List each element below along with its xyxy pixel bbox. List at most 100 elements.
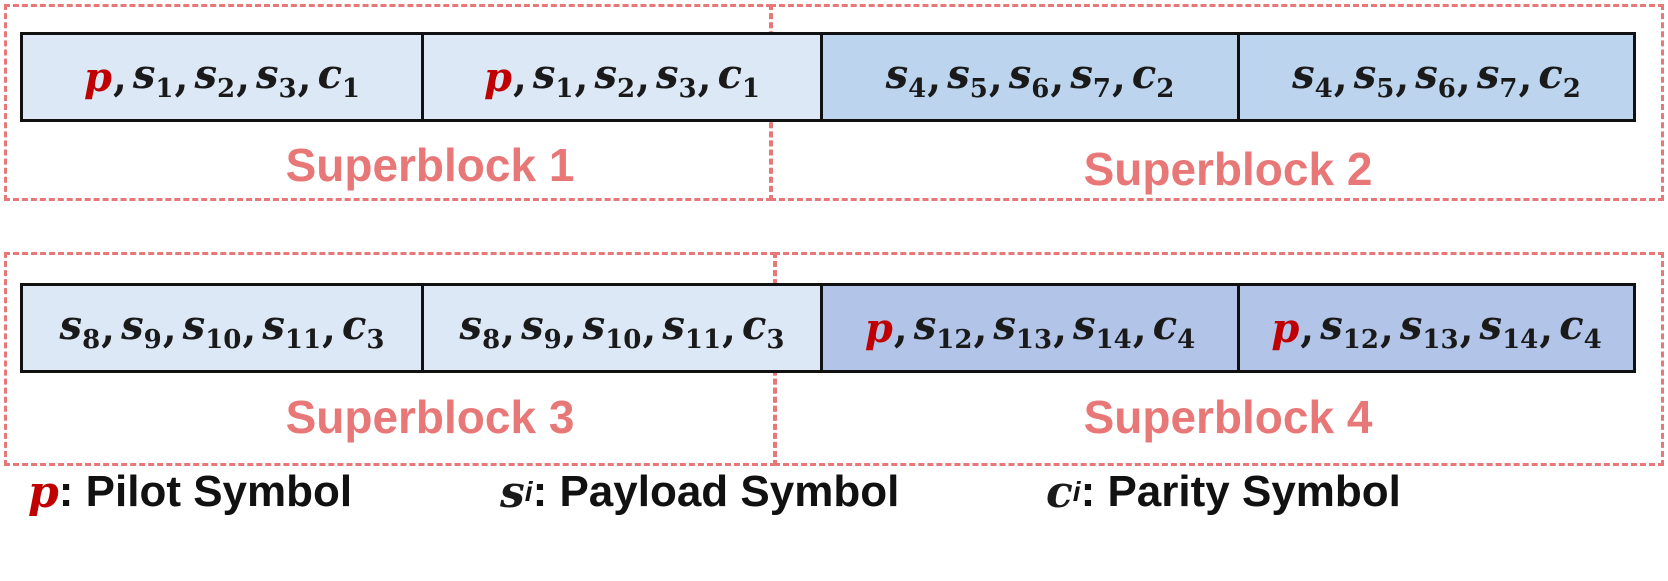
symbol-subscript: 5 bbox=[1376, 73, 1395, 104]
superblock-1-label: Superblock 1 bbox=[285, 139, 575, 191]
symbol-base: c bbox=[1538, 50, 1563, 98]
comma-separator: , bbox=[1456, 53, 1471, 101]
payload-symbol: s3 bbox=[256, 51, 297, 104]
symbol-base: s bbox=[582, 301, 606, 349]
symbol-subscript: 7 bbox=[1499, 73, 1518, 104]
symbol-base: s bbox=[1479, 301, 1503, 349]
comma-separator: , bbox=[322, 304, 336, 352]
symbol-base: c bbox=[341, 301, 367, 349]
legend-parity-symbol: c bbox=[1046, 466, 1073, 518]
symbol-subscript: 14 bbox=[1095, 324, 1132, 355]
comma-separator: , bbox=[1053, 304, 1068, 352]
symbol-subscript: 3 bbox=[278, 73, 297, 104]
parity-symbol: c4 bbox=[1559, 302, 1601, 355]
symbol-subscript: 6 bbox=[1031, 73, 1050, 104]
payload-symbol: s9 bbox=[521, 302, 562, 355]
parity-symbol: c2 bbox=[1132, 51, 1174, 104]
comma-separator: , bbox=[236, 53, 250, 101]
payload-symbol: s5 bbox=[947, 51, 988, 104]
symbol-subscript: 5 bbox=[969, 73, 988, 104]
symbol-subscript: 10 bbox=[205, 324, 242, 355]
payload-symbol: s12 bbox=[914, 302, 973, 355]
symbol-base: c bbox=[1559, 301, 1584, 349]
comma-separator: , bbox=[1395, 53, 1410, 101]
pilot-symbol: p bbox=[865, 305, 893, 352]
legend-payload-subscript: i bbox=[524, 476, 533, 507]
comma-separator: , bbox=[574, 53, 589, 101]
payload-symbol: s10 bbox=[583, 302, 642, 355]
symbol-subscript: 3 bbox=[766, 324, 785, 355]
legend-payload-text: : Payload Symbol bbox=[532, 467, 900, 516]
comma-separator: , bbox=[101, 304, 116, 352]
symbol-base: s bbox=[1008, 50, 1032, 98]
comma-separator: , bbox=[1518, 53, 1533, 101]
symbol-base: s bbox=[1320, 301, 1343, 349]
symbol-subscript: 4 bbox=[1177, 324, 1196, 355]
symbol-subscript: 13 bbox=[1015, 324, 1053, 355]
pilot-symbol: p bbox=[1271, 305, 1299, 352]
comma-separator: , bbox=[1333, 53, 1348, 101]
symbol-subscript: 7 bbox=[1092, 73, 1111, 104]
symbol-base: p bbox=[864, 304, 893, 352]
payload-symbol: s2 bbox=[194, 51, 235, 104]
block-sb3-a: s8,s9,s10,s11,c3 bbox=[20, 283, 424, 373]
payload-symbol: s9 bbox=[121, 302, 162, 355]
pilot-symbol: p bbox=[484, 54, 512, 101]
comma-separator: , bbox=[973, 304, 988, 352]
comma-separator: , bbox=[1050, 53, 1065, 101]
symbol-base: p bbox=[483, 53, 512, 101]
payload-symbol: s1 bbox=[533, 51, 574, 104]
block-sb4-a: p,s12,s13,s14,c4 bbox=[820, 283, 1240, 373]
superblock-3-label: Superblock 3 bbox=[285, 391, 575, 443]
legend-parity-text: : Parity Symbol bbox=[1080, 467, 1401, 516]
symbol-base: s bbox=[532, 50, 556, 98]
symbol-base: s bbox=[913, 301, 937, 349]
symbol-subscript: 1 bbox=[341, 73, 361, 104]
symbol-subscript: 8 bbox=[482, 324, 501, 355]
symbol-subscript: 12 bbox=[936, 324, 973, 355]
payload-symbol: s14 bbox=[1480, 302, 1539, 355]
legend-parity-subscript: i bbox=[1072, 476, 1081, 507]
block-sb1-b: p,s1,s2,s3,c1 bbox=[421, 32, 823, 122]
payload-symbol: s13 bbox=[1400, 302, 1459, 355]
symbol-base: s bbox=[121, 301, 144, 349]
symbol-subscript: 4 bbox=[1583, 324, 1602, 355]
symbol-base: p bbox=[83, 53, 112, 101]
symbol-base: s bbox=[256, 50, 279, 98]
payload-symbol: s4 bbox=[886, 51, 927, 104]
payload-symbol: s14 bbox=[1073, 302, 1132, 355]
payload-symbol: s11 bbox=[262, 302, 321, 355]
payload-symbol: s2 bbox=[594, 51, 635, 104]
symbol-base: s bbox=[993, 301, 1016, 349]
comma-separator: , bbox=[112, 53, 127, 101]
symbol-subscript: 9 bbox=[543, 324, 562, 355]
comma-separator: , bbox=[1132, 304, 1147, 352]
symbol-subscript: 2 bbox=[616, 73, 636, 104]
payload-symbol: s6 bbox=[1009, 51, 1050, 104]
symbol-base: s bbox=[1292, 50, 1315, 98]
comma-separator: , bbox=[988, 53, 1003, 101]
comma-separator: , bbox=[174, 53, 189, 101]
payload-symbol: s4 bbox=[1292, 51, 1333, 104]
payload-symbol: s5 bbox=[1354, 51, 1395, 104]
comma-separator: , bbox=[636, 53, 650, 101]
symbol-subscript: 2 bbox=[216, 73, 236, 104]
symbol-subscript: 1 bbox=[555, 73, 574, 104]
comma-separator: , bbox=[1459, 304, 1474, 352]
symbol-subscript: 11 bbox=[284, 324, 322, 355]
block-sb4-b: p,s12,s13,s14,c4 bbox=[1237, 283, 1636, 373]
symbol-subscript: 12 bbox=[1342, 324, 1379, 355]
superblock-4-label: Superblock 4 bbox=[1083, 391, 1373, 443]
symbol-base: s bbox=[459, 301, 483, 349]
comma-separator: , bbox=[297, 53, 312, 101]
symbol-base: s bbox=[1070, 50, 1093, 98]
symbol-base: s bbox=[194, 50, 217, 98]
comma-separator: , bbox=[893, 304, 908, 352]
payload-symbol: s3 bbox=[656, 51, 697, 104]
parity-symbol: c1 bbox=[718, 51, 760, 104]
symbol-base: c bbox=[741, 301, 767, 349]
symbol-base: c bbox=[1131, 50, 1157, 98]
symbol-subscript: 9 bbox=[143, 324, 162, 355]
comma-separator: , bbox=[697, 53, 712, 101]
symbol-base: c bbox=[317, 50, 342, 98]
